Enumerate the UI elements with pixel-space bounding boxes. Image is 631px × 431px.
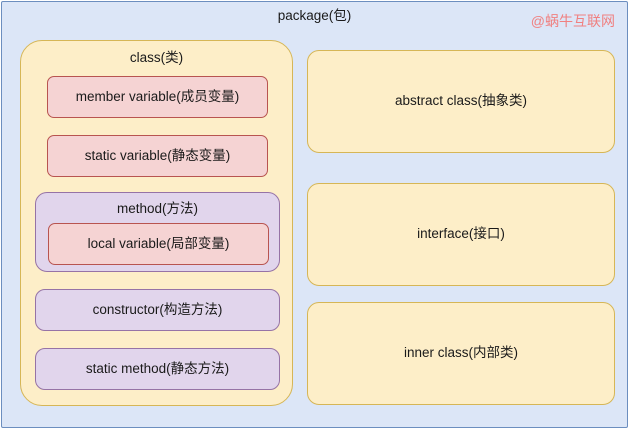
local-variable-box: local variable(局部变量) xyxy=(48,223,269,265)
static-method-box: static method(静态方法) xyxy=(35,348,280,390)
method-box: method(方法) local variable(局部变量) xyxy=(35,192,280,272)
abstract-class-box: abstract class(抽象类) xyxy=(307,50,615,153)
class-box: class(类) member variable(成员变量) static va… xyxy=(20,40,293,406)
inner-class-box: inner class(内部类) xyxy=(307,302,615,405)
package-title: package(包) xyxy=(277,8,352,23)
interface-box: interface(接口) xyxy=(307,183,615,286)
constructor-box: constructor(构造方法) xyxy=(35,289,280,331)
member-variable-box: member variable(成员变量) xyxy=(47,76,268,118)
method-box-label: method(方法) xyxy=(116,201,199,216)
static-variable-box: static variable(静态变量) xyxy=(47,135,268,177)
class-box-label: class(类) xyxy=(129,50,184,65)
watermark-label: @蜗牛互联网 xyxy=(530,13,615,29)
